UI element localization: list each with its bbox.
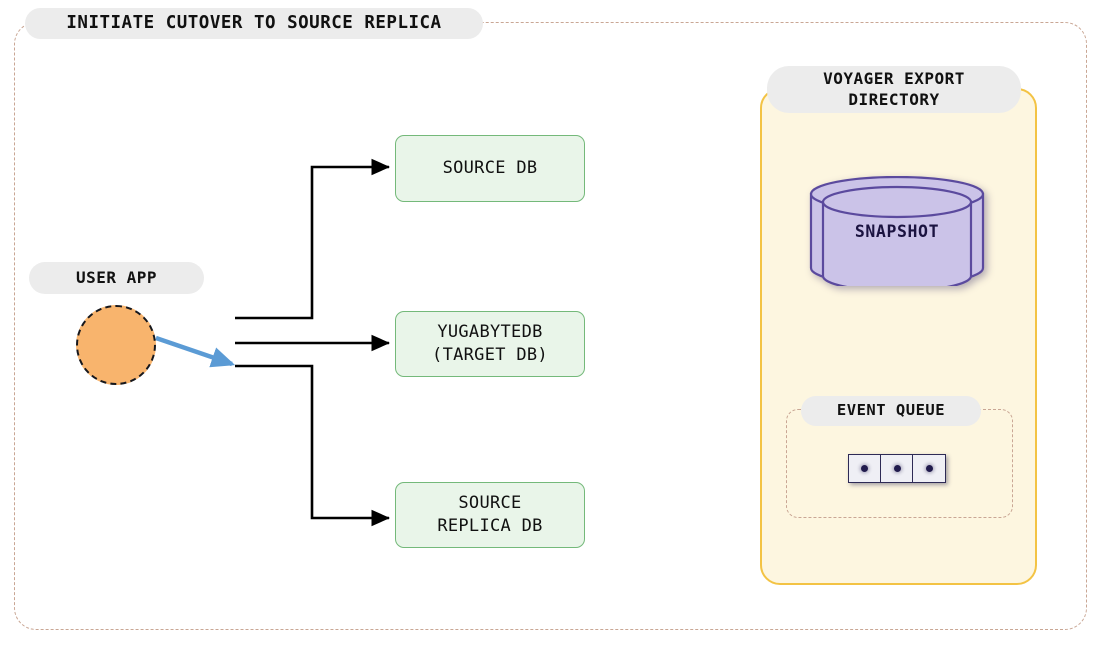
event-dot-icon: [925, 465, 933, 472]
event-queue-cell[interactable]: [848, 454, 882, 483]
yugabytedb-target-box[interactable]: YUGABYTEDB (TARGET DB): [395, 311, 585, 377]
source-replica-db-box[interactable]: SOURCE REPLICA DB: [395, 482, 585, 548]
diagram-outer-frame: [14, 22, 1087, 630]
event-queue-cell[interactable]: [880, 454, 914, 483]
event-queue-cells[interactable]: [848, 454, 947, 483]
voyager-export-directory-label: VOYAGER EXPORT DIRECTORY: [767, 66, 1021, 113]
voyager-title-line-2: DIRECTORY: [848, 89, 940, 109]
voyager-export-directory-panel: [760, 88, 1037, 585]
snapshot-cylinder[interactable]: SNAPSHOT: [808, 175, 986, 293]
event-queue-cell[interactable]: [912, 454, 947, 483]
event-dot-icon: [861, 465, 869, 472]
cylinder-icon: [809, 175, 985, 293]
voyager-title-line-1: VOYAGER EXPORT: [823, 69, 965, 89]
event-dot-icon: [893, 465, 901, 472]
source-db-box[interactable]: SOURCE DB: [395, 135, 585, 202]
user-app-circle[interactable]: [76, 305, 156, 385]
page-title: INITIATE CUTOVER TO SOURCE REPLICA: [25, 8, 483, 39]
user-app-label: USER APP: [29, 262, 204, 294]
event-queue-label: EVENT QUEUE: [801, 396, 981, 426]
